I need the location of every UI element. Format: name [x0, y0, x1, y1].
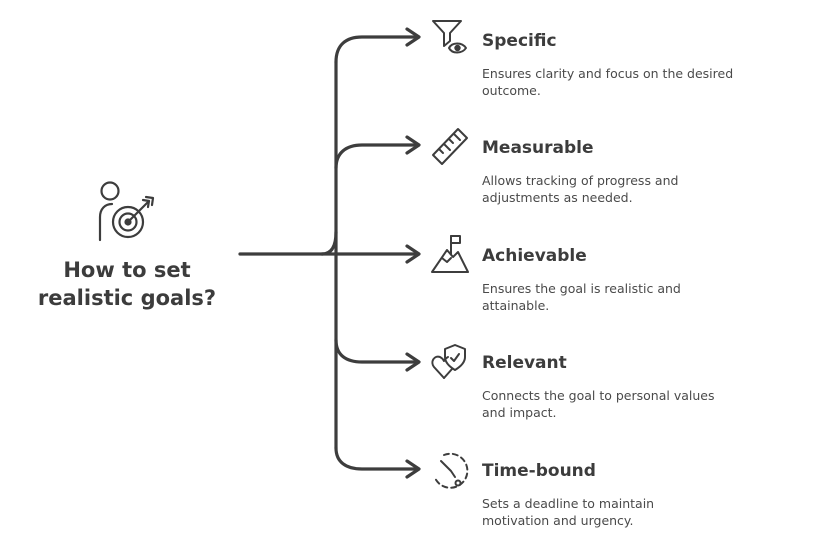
funnel-eye-icon — [432, 20, 467, 54]
hub-title-line2: realistic goals? — [37, 286, 217, 310]
item-desc-line: Allows tracking of progress and — [482, 173, 679, 188]
mountain-flag-icon — [431, 235, 469, 273]
item-title-time-bound: Time-bound — [482, 461, 596, 481]
item-desc-line: attainable. — [482, 298, 550, 313]
item-title-measurable: Measurable — [482, 138, 594, 158]
ruler-icon — [432, 128, 468, 165]
item-desc-relevant: Connects the goal to personal values and… — [482, 387, 802, 421]
item-desc-line: Connects the goal to personal values — [482, 388, 715, 403]
arrowhead-2 — [405, 135, 421, 155]
item-desc-line: adjustments as needed. — [482, 190, 633, 205]
person-with-target-icon — [98, 181, 155, 242]
dashed-clock-icon — [434, 452, 469, 489]
heart-shield-icon — [431, 344, 466, 379]
item-title-relevant: Relevant — [482, 353, 567, 373]
item-desc-line: Ensures the goal is realistic and — [482, 281, 681, 296]
branch-connector-5 — [334, 446, 420, 471]
hub-title-line1: How to set — [63, 258, 191, 282]
arrowhead-3 — [405, 244, 421, 264]
item-title-achievable: Achievable — [482, 246, 587, 266]
item-desc-specific: Ensures clarity and focus on the desired… — [482, 65, 802, 99]
hub-title: How to set realistic goals? — [18, 256, 236, 312]
item-desc-line: Sets a deadline to maintain — [482, 496, 655, 511]
item-desc-line: motivation and urgency. — [482, 513, 634, 528]
branch-connector-4 — [334, 338, 420, 364]
item-desc-time-bound: Sets a deadline to maintain motivation a… — [482, 495, 802, 529]
arrowhead-5 — [405, 459, 421, 479]
item-desc-line: Ensures clarity and focus on the desired — [482, 66, 734, 81]
arrowhead-4 — [405, 352, 421, 372]
item-title-specific: Specific — [482, 31, 557, 51]
item-desc-achievable: Ensures the goal is realistic and attain… — [482, 280, 802, 314]
item-desc-line: and impact. — [482, 405, 557, 420]
arrowhead-1 — [405, 27, 421, 47]
item-desc-measurable: Allows tracking of progress and adjustme… — [482, 172, 802, 206]
item-desc-line: outcome. — [482, 83, 541, 98]
branch-connector-2 — [334, 143, 420, 170]
